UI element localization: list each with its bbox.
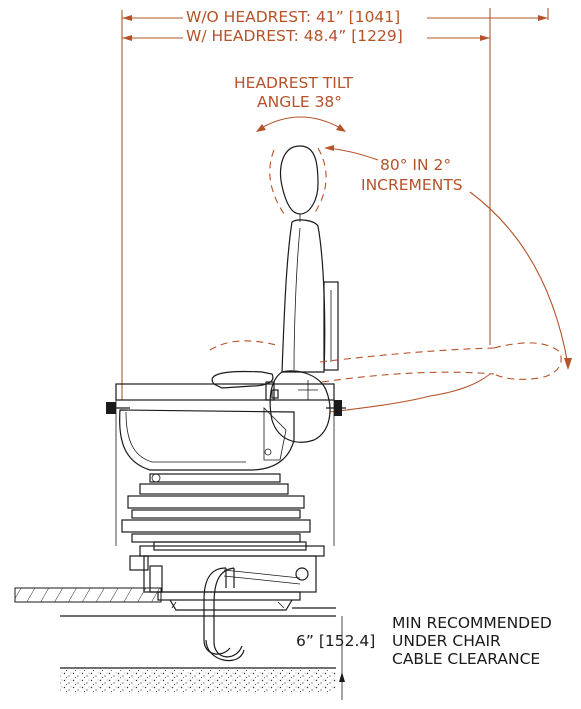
reclined-back-outline [209,340,562,413]
suspension-bellows [121,473,311,551]
armrest [211,370,279,401]
clearance-value-label: 6” [152.4] [296,632,375,650]
floor-deck [14,587,336,617]
headrest-tilt-annotation: HEADREST TILT ANGLE 38° [234,74,353,132]
overall-width-dimension: W/O HEADREST: 41” [1041] W/ HEADREST: 48… [121,6,549,400]
recline-label-line1: 80° IN 2° [380,156,451,174]
recline-label-line2: INCREMENTS [361,176,463,194]
under-chair-cable [203,567,245,662]
width-with-headrest-label: W/ HEADREST: 48.4” [1229] [186,27,403,45]
recline-pivot [263,370,331,461]
seat-back [281,219,339,373]
seat-base [129,545,325,611]
clearance-note-line1: MIN RECOMMENDED [392,614,552,632]
clearance-note-line2: UNDER CHAIR [392,632,501,650]
ground [60,667,336,692]
headrest [269,145,327,222]
recline-annotation: 80° IN 2° INCREMENTS [324,145,572,370]
headrest-tilt-label-line2: ANGLE 38° [257,93,342,111]
headrest-tilt-label-line1: HEADREST TILT [234,74,353,92]
width-without-headrest-label: W/O HEADREST: 41” [1041] [186,8,400,26]
clearance-dimension: 6” [152.4] MIN RECOMMENDED UNDER CHAIR C… [296,614,552,700]
clearance-note-line3: CABLE CLEARANCE [392,650,540,668]
seat-cushion [106,383,346,546]
